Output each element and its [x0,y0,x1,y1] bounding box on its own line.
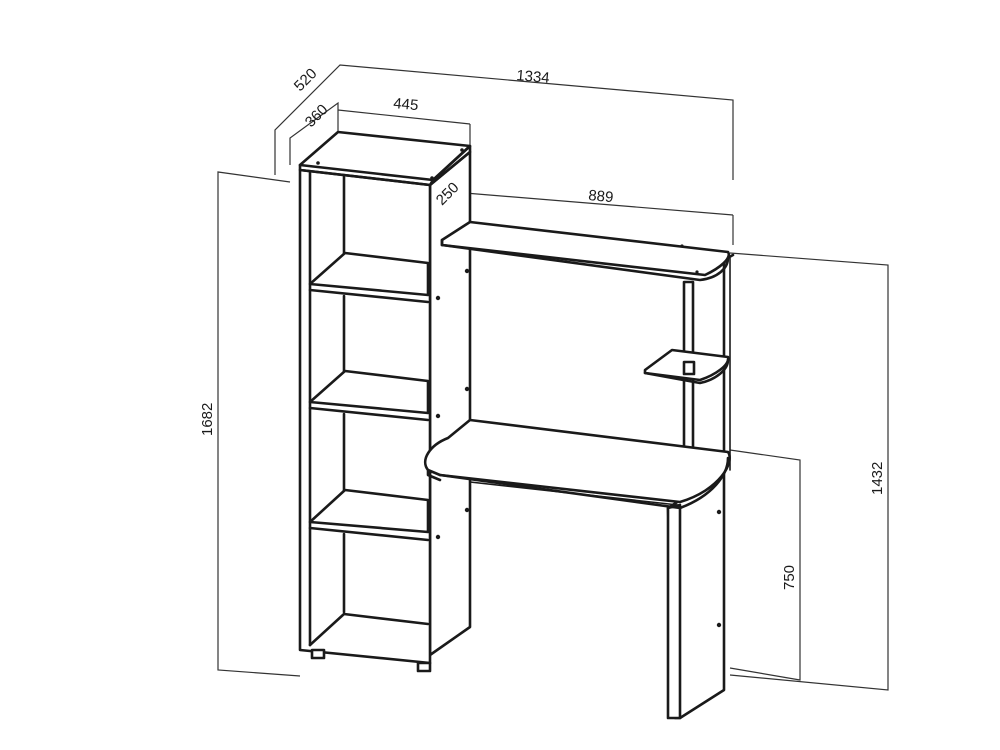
desk-top [423,418,731,510]
bookcase [298,130,472,673]
dim-total-depth: 520 [291,65,321,95]
dim-desk-width: 889 [588,187,614,206]
dim-desk-unit-height: 1432 [869,462,886,495]
dim-total-width: 1334 [516,67,551,87]
desk-side-panel [666,470,726,720]
dimension-labels: 520 360 445 1334 250 889 1682 1432 750 [199,65,886,590]
dim-desk-height: 750 [781,565,798,590]
support-post [643,280,730,474]
dim-shelf-width: 445 [393,95,419,114]
upper-shelf [440,220,731,282]
dim-total-height: 1682 [199,403,216,436]
